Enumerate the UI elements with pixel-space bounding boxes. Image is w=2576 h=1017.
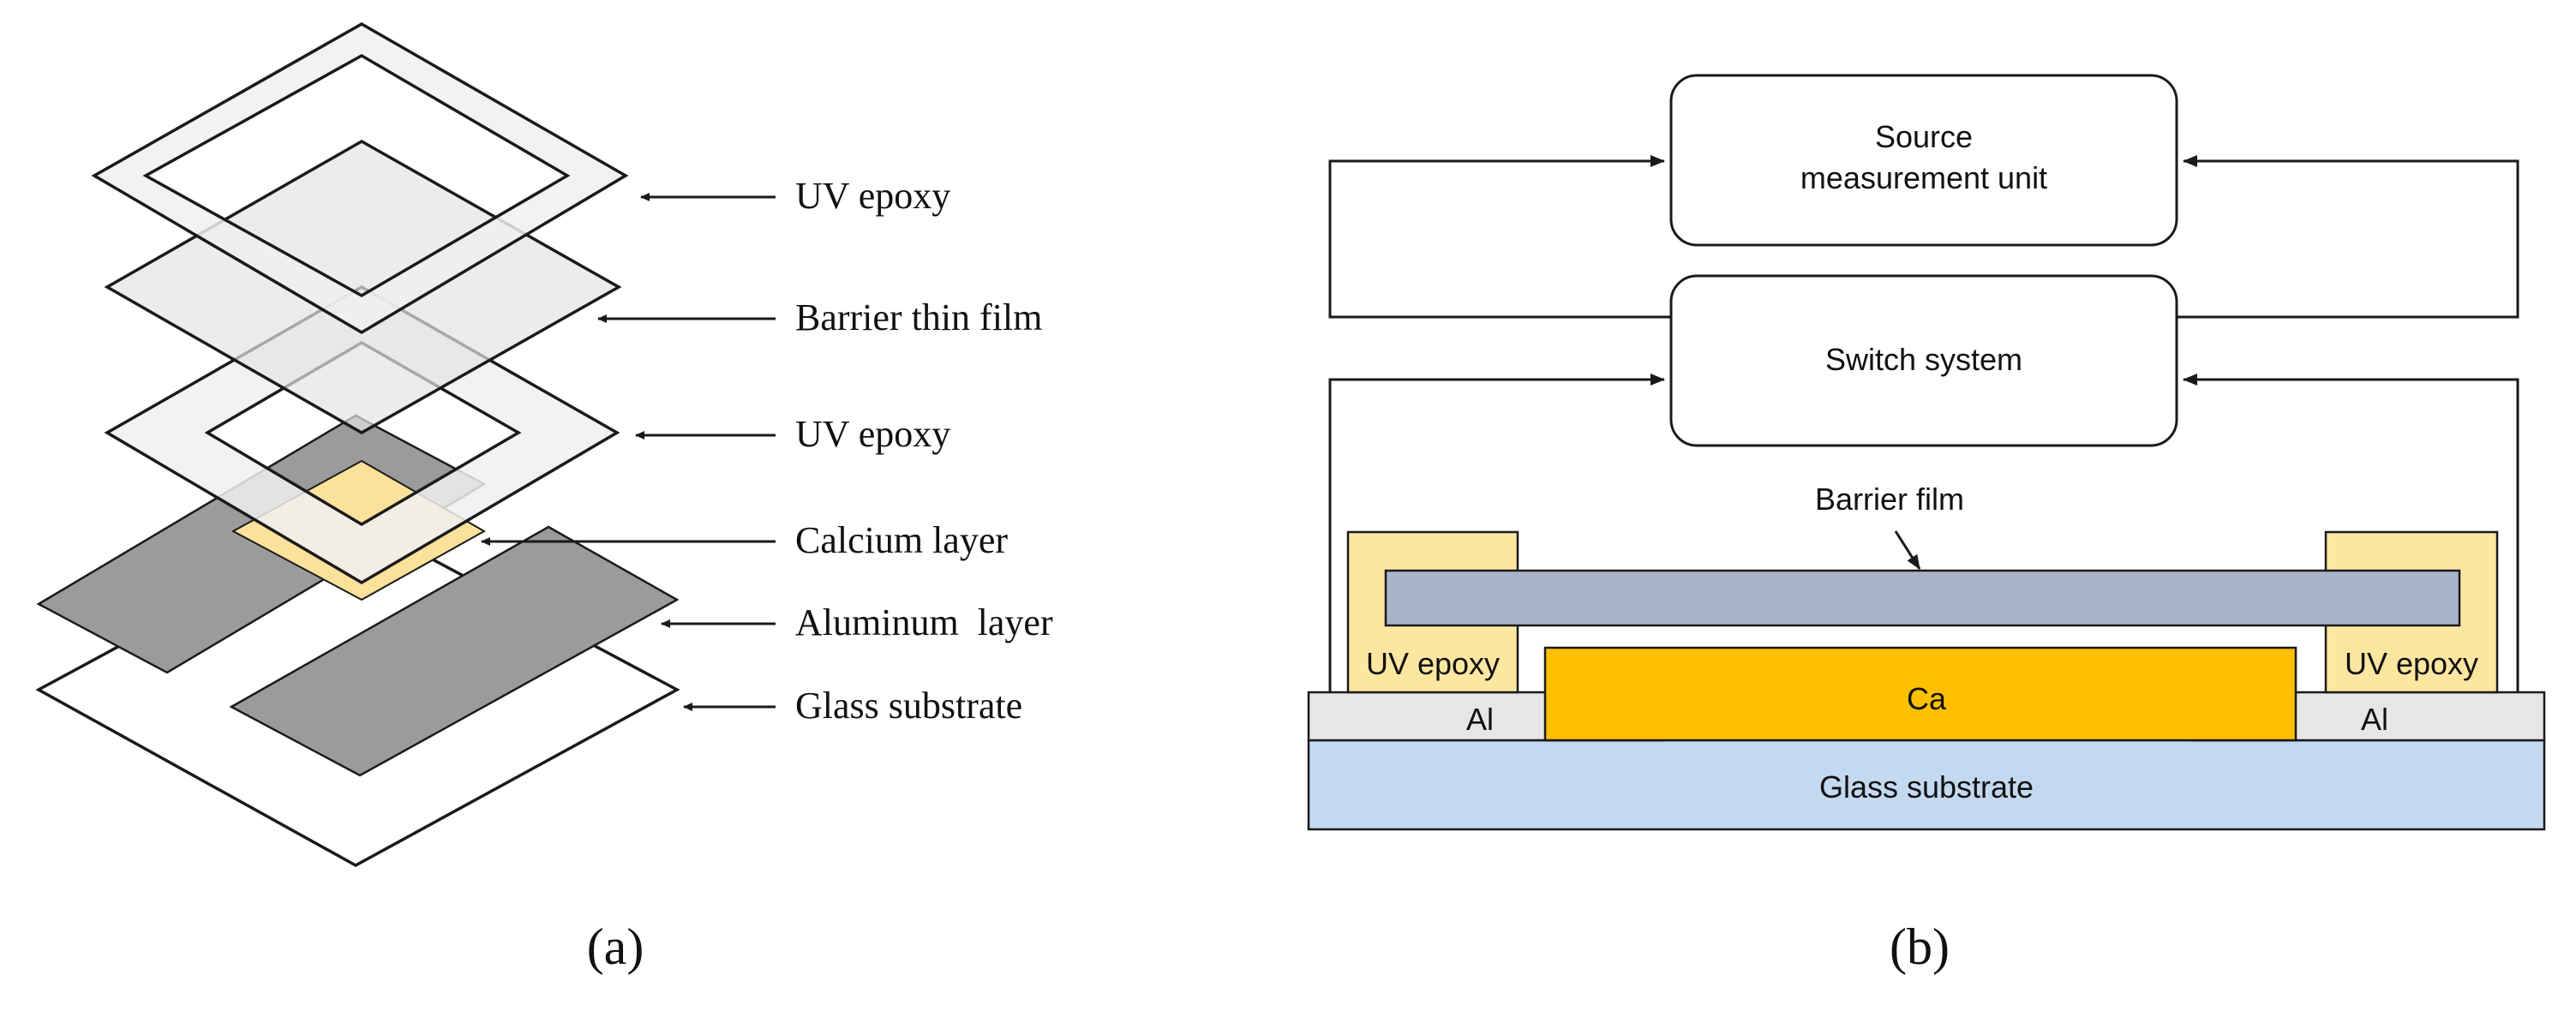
source-unit-label-line1: Source bbox=[1875, 119, 1973, 154]
barrier-film-label: Barrier film bbox=[1815, 482, 1964, 517]
panel-a: UV epoxy Barrier thin film UV epoxy Calc… bbox=[35, 21, 1053, 975]
switch-system-box bbox=[1669, 274, 2178, 447]
glass-substrate-label: Glass substrate bbox=[1819, 769, 2034, 805]
wire-right-al bbox=[2183, 374, 2519, 692]
caption-a: (a) bbox=[587, 918, 644, 975]
barrier-film-block bbox=[1384, 569, 2461, 627]
glass-substrate-block bbox=[1307, 739, 2546, 831]
label-uv-epoxy-top: UV epoxy bbox=[795, 175, 950, 217]
label-glass-substrate: Glass substrate bbox=[795, 685, 1022, 727]
label-uv-epoxy-mid: UV epoxy bbox=[795, 413, 950, 455]
panel-b: Source measurement unit Switch system Gl… bbox=[1307, 74, 2546, 975]
ca-label: Ca bbox=[1907, 681, 1947, 716]
uv-epoxy-right-label: UV epoxy bbox=[2345, 646, 2478, 681]
label-aluminum-layer: Aluminum layer bbox=[795, 601, 1053, 643]
al-right-label: Al bbox=[2361, 702, 2388, 737]
barrier-film-arrow bbox=[1894, 530, 1921, 570]
source-measurement-unit-box bbox=[1669, 74, 2178, 247]
calcium-block bbox=[1543, 646, 2297, 742]
uv-epoxy-left-label: UV epoxy bbox=[1366, 646, 1500, 681]
caption-b: (b) bbox=[1890, 918, 1950, 975]
wire-left-outer bbox=[1328, 155, 1671, 319]
al-left-label: Al bbox=[1466, 702, 1494, 737]
uv-epoxy-top-frame bbox=[91, 21, 629, 335]
wire-left-al bbox=[1328, 374, 1665, 692]
switch-system-label: Switch system bbox=[1825, 342, 2022, 377]
label-barrier-thin-film: Barrier thin film bbox=[795, 296, 1042, 338]
source-unit-label-line2: measurement unit bbox=[1800, 160, 2047, 195]
wire-right-outer bbox=[2177, 155, 2519, 319]
barrier-thin-film-layer bbox=[104, 139, 622, 435]
aluminum-strip-right bbox=[229, 525, 680, 777]
label-calcium-layer: Calcium layer bbox=[795, 519, 1008, 561]
